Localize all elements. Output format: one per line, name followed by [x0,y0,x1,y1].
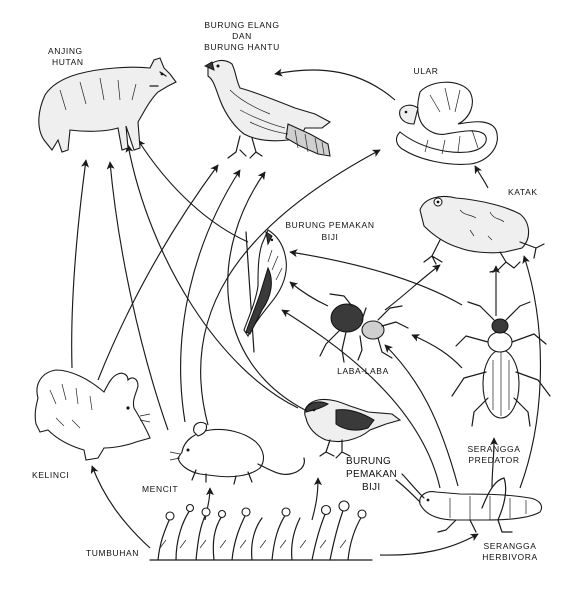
arrow-grasshopper-to-spider [385,345,458,486]
grasshopper-icon [396,474,542,532]
arrow-plants-to-rabbit [92,466,150,548]
label-tumbuhan: TUMBUHAN [86,548,139,558]
label-burung-pemakan-biji-bottom-line3: BIJI [362,482,380,493]
label-katak: KATAK [508,187,538,197]
arrow-grasshopper-to-frog [520,256,540,488]
mouse-icon [170,422,304,484]
label-serangga-predator-line1: SERANGGA [468,444,521,454]
rabbit-icon [35,370,150,460]
label-burung-pemakan-biji-bottom-line2: PEMAKAN [346,469,397,480]
hawk-icon [205,61,330,158]
label-burung-elang-line2: DAN [232,31,252,41]
sparrow-icon [305,399,400,458]
label-laba-laba: LABA-LABA [337,366,389,376]
arrow-frog-to-snake [475,166,488,188]
arrow-beetle-to-woodpecker [290,252,462,305]
label-kelinci: KELINCI [32,470,69,480]
label-burung-elang-line1: BURUNG ELANG [204,20,279,30]
label-burung-pemakan-biji-bottom-line1: BURUNG [346,456,391,467]
arrow-rabbit-to-fox [72,160,86,368]
label-serangga-herbivora-line1: SERANGGA [484,541,537,551]
label-mencit: MENCIT [142,484,178,494]
arrow-spider-to-frog [385,265,440,310]
arrow-plants-to-grasshopper [380,534,478,555]
label-ular: ULAR [413,66,438,76]
label-serangga-predator-line2: PREDATOR [468,455,519,465]
label-serangga-herbivora-line2: HERBIVORA [482,552,537,562]
snake-icon [397,82,498,164]
arrow-snake-to-hawk [275,70,395,100]
label-burung-elang-line3: BURUNG HANTU [204,42,280,52]
beetle-icon [452,302,550,426]
label-anjing-hutan-line1: ANJING [48,46,83,56]
label-burung-pemakan-biji-top-line2: BIJI [321,232,338,242]
woodpecker-icon [244,230,286,352]
arrow-plants-to-sparrow [312,478,318,520]
label-burung-pemakan-biji-top-line1: BURUNG PEMAKAN [285,220,374,230]
label-anjing-hutan-line2: HUTAN [52,57,84,67]
fox-icon [39,58,176,152]
spider-icon [320,294,408,362]
arrow-spider-to-woodpecker [290,282,328,306]
arrow-rabbit-to-hawk [98,165,218,380]
arrow-mouse-to-hawk [181,170,240,422]
arrow-beetle-to-spider [412,335,462,368]
plants-icon [150,501,372,560]
